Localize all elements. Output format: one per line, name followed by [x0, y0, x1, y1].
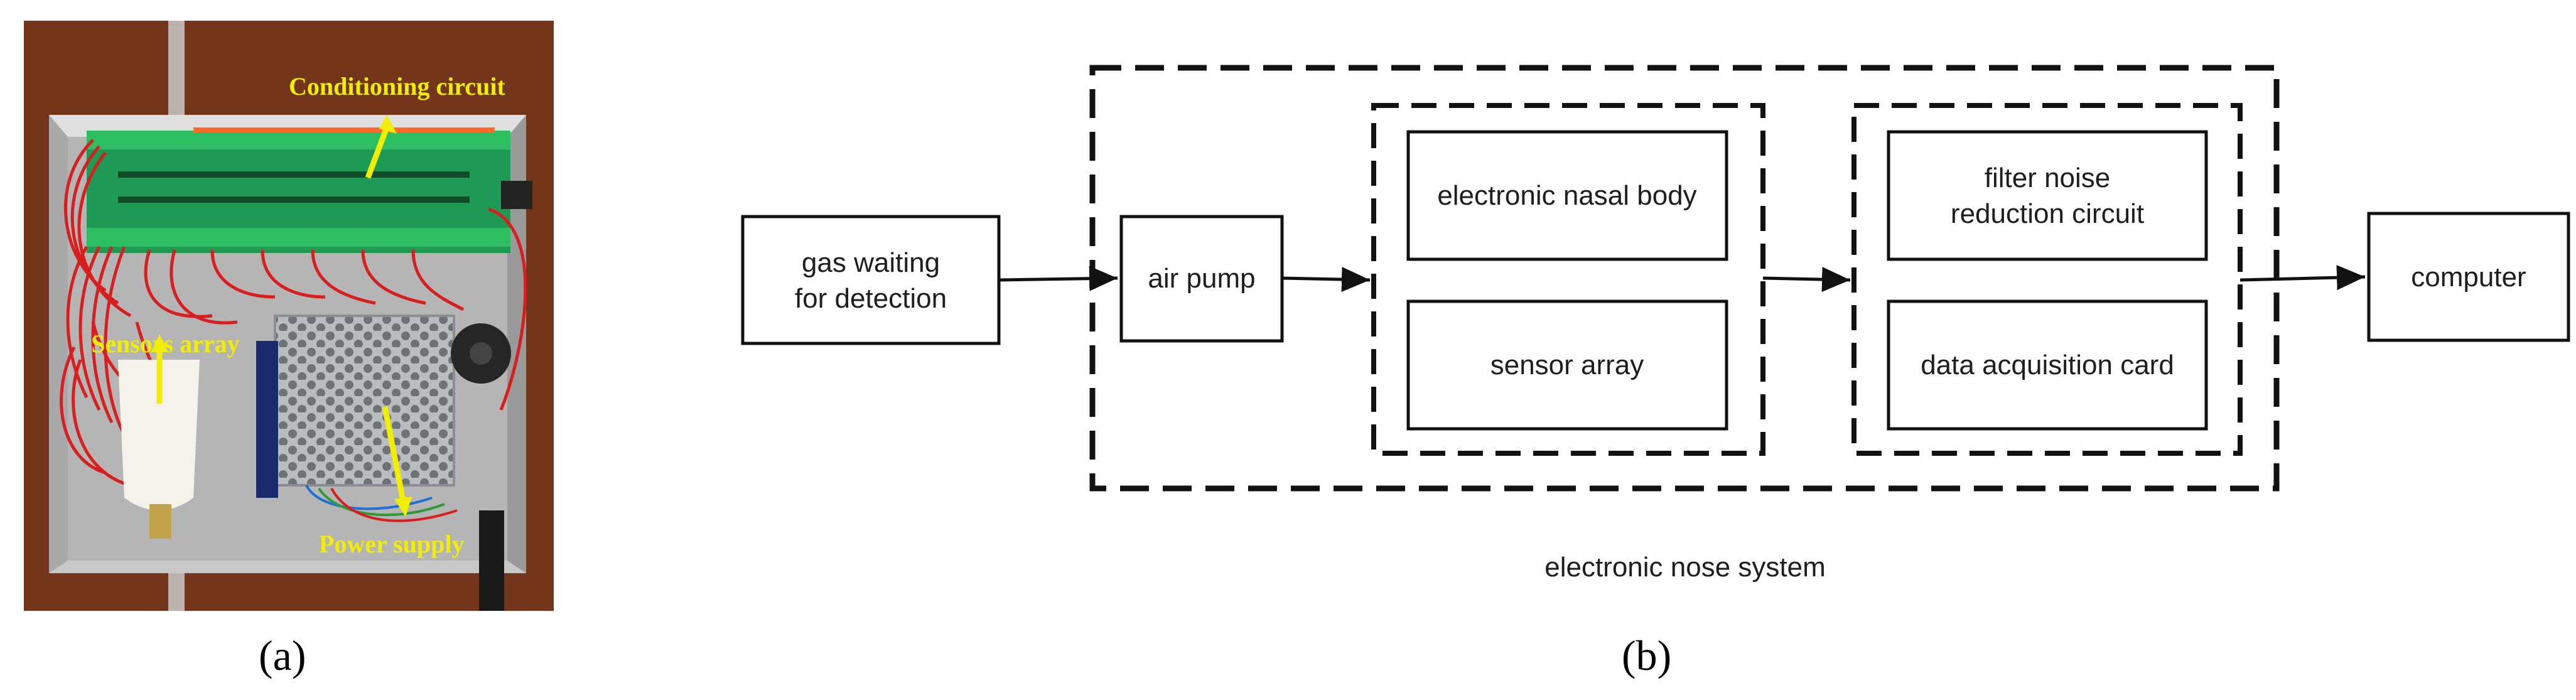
- box-computer: [2367, 212, 2570, 342]
- box-data-acquisition: [1887, 299, 2208, 431]
- label-gas-waiting-line1: gas waiting: [802, 247, 940, 278]
- arrow-processing-to-computer: [2239, 265, 2366, 291]
- label-filter-noise-line2: reduction circuit: [1951, 198, 2144, 229]
- group-processing: [1851, 103, 2243, 456]
- label-electronic-nasal-body: electronic nasal body: [1437, 180, 1696, 211]
- label-electronic-nose-system: electronic nose system: [1544, 552, 1826, 583]
- box-sensor-array: [1406, 299, 1728, 431]
- arrow-sensing-to-processing: [1762, 267, 1851, 293]
- label-computer: computer: [2411, 262, 2526, 293]
- arrow-gas-to-pump: [998, 266, 1118, 291]
- box-electronic-nasal-body: [1406, 130, 1728, 261]
- label-sensors-array: Sensors array: [91, 330, 240, 358]
- group-sensing: [1371, 103, 1765, 456]
- box-air-pump: [1119, 215, 1284, 343]
- label-conditioning-circuit: Conditioning circuit: [289, 72, 506, 100]
- caption-a: (a): [259, 632, 306, 679]
- label-air-pump: air pump: [1148, 263, 1255, 294]
- device-photo: Conditioning circuit Sensors array Power…: [24, 21, 554, 611]
- arrow-pump-to-nasal: [1281, 267, 1371, 293]
- box-gas-waiting: [741, 215, 1001, 345]
- box-filter-noise: [1887, 130, 2208, 261]
- label-filter-noise-line1: filter noise: [1985, 163, 2111, 193]
- sensor-chamber: [118, 360, 200, 510]
- label-data-acquisition: data acquisition card: [1921, 350, 2174, 380]
- label-power-supply: Power supply: [319, 530, 465, 558]
- label-gas-waiting-line2: for detection: [795, 283, 947, 314]
- caption-b: (b): [1622, 632, 1672, 679]
- power-supply-unit: [274, 315, 455, 487]
- label-sensor-array: sensor array: [1490, 350, 1644, 380]
